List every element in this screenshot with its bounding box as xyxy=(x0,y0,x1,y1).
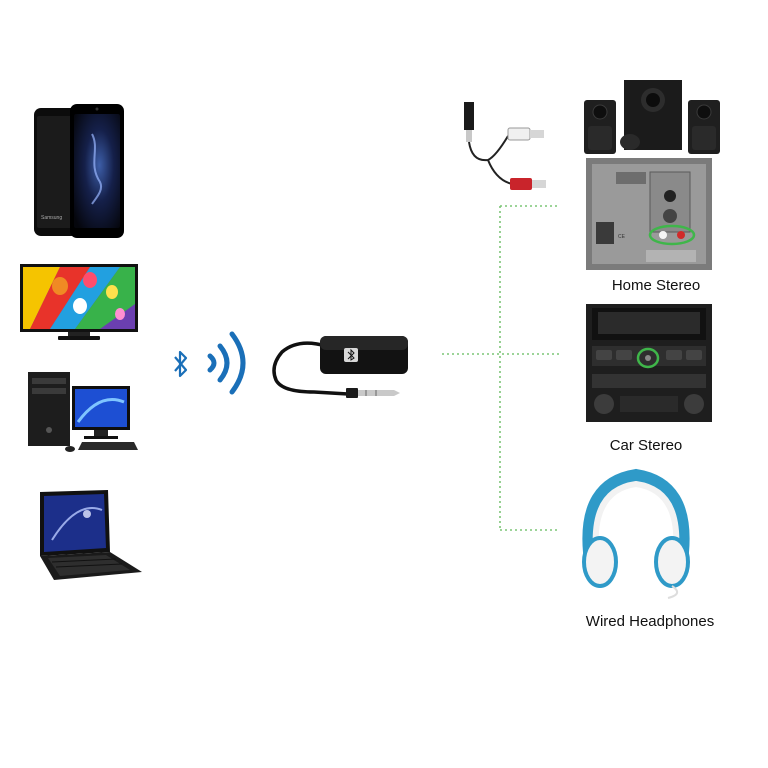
smartphone-icon: Samsung xyxy=(34,104,124,238)
laptop-icon xyxy=(40,490,142,580)
audio-rca-cable-icon xyxy=(464,102,546,190)
svg-text:Samsung: Samsung xyxy=(41,215,62,221)
wireless-signal-icon xyxy=(207,331,246,395)
tv-icon xyxy=(20,264,138,340)
wired-headphones-label: Wired Headphones xyxy=(585,613,715,630)
bluetooth-icon xyxy=(174,350,188,378)
car-stereo-label: Car Stereo xyxy=(609,437,683,454)
svg-text:CE: CE xyxy=(618,234,626,240)
home-stereo-label: Home Stereo xyxy=(611,277,701,294)
speaker-system-icon xyxy=(584,80,720,154)
desktop-computer-icon xyxy=(28,372,138,452)
car-stereo-image xyxy=(586,304,712,422)
headphones-image xyxy=(582,468,690,599)
home-stereo-panel-image: CE xyxy=(586,158,712,270)
bluetooth-receiver-icon xyxy=(272,336,408,398)
